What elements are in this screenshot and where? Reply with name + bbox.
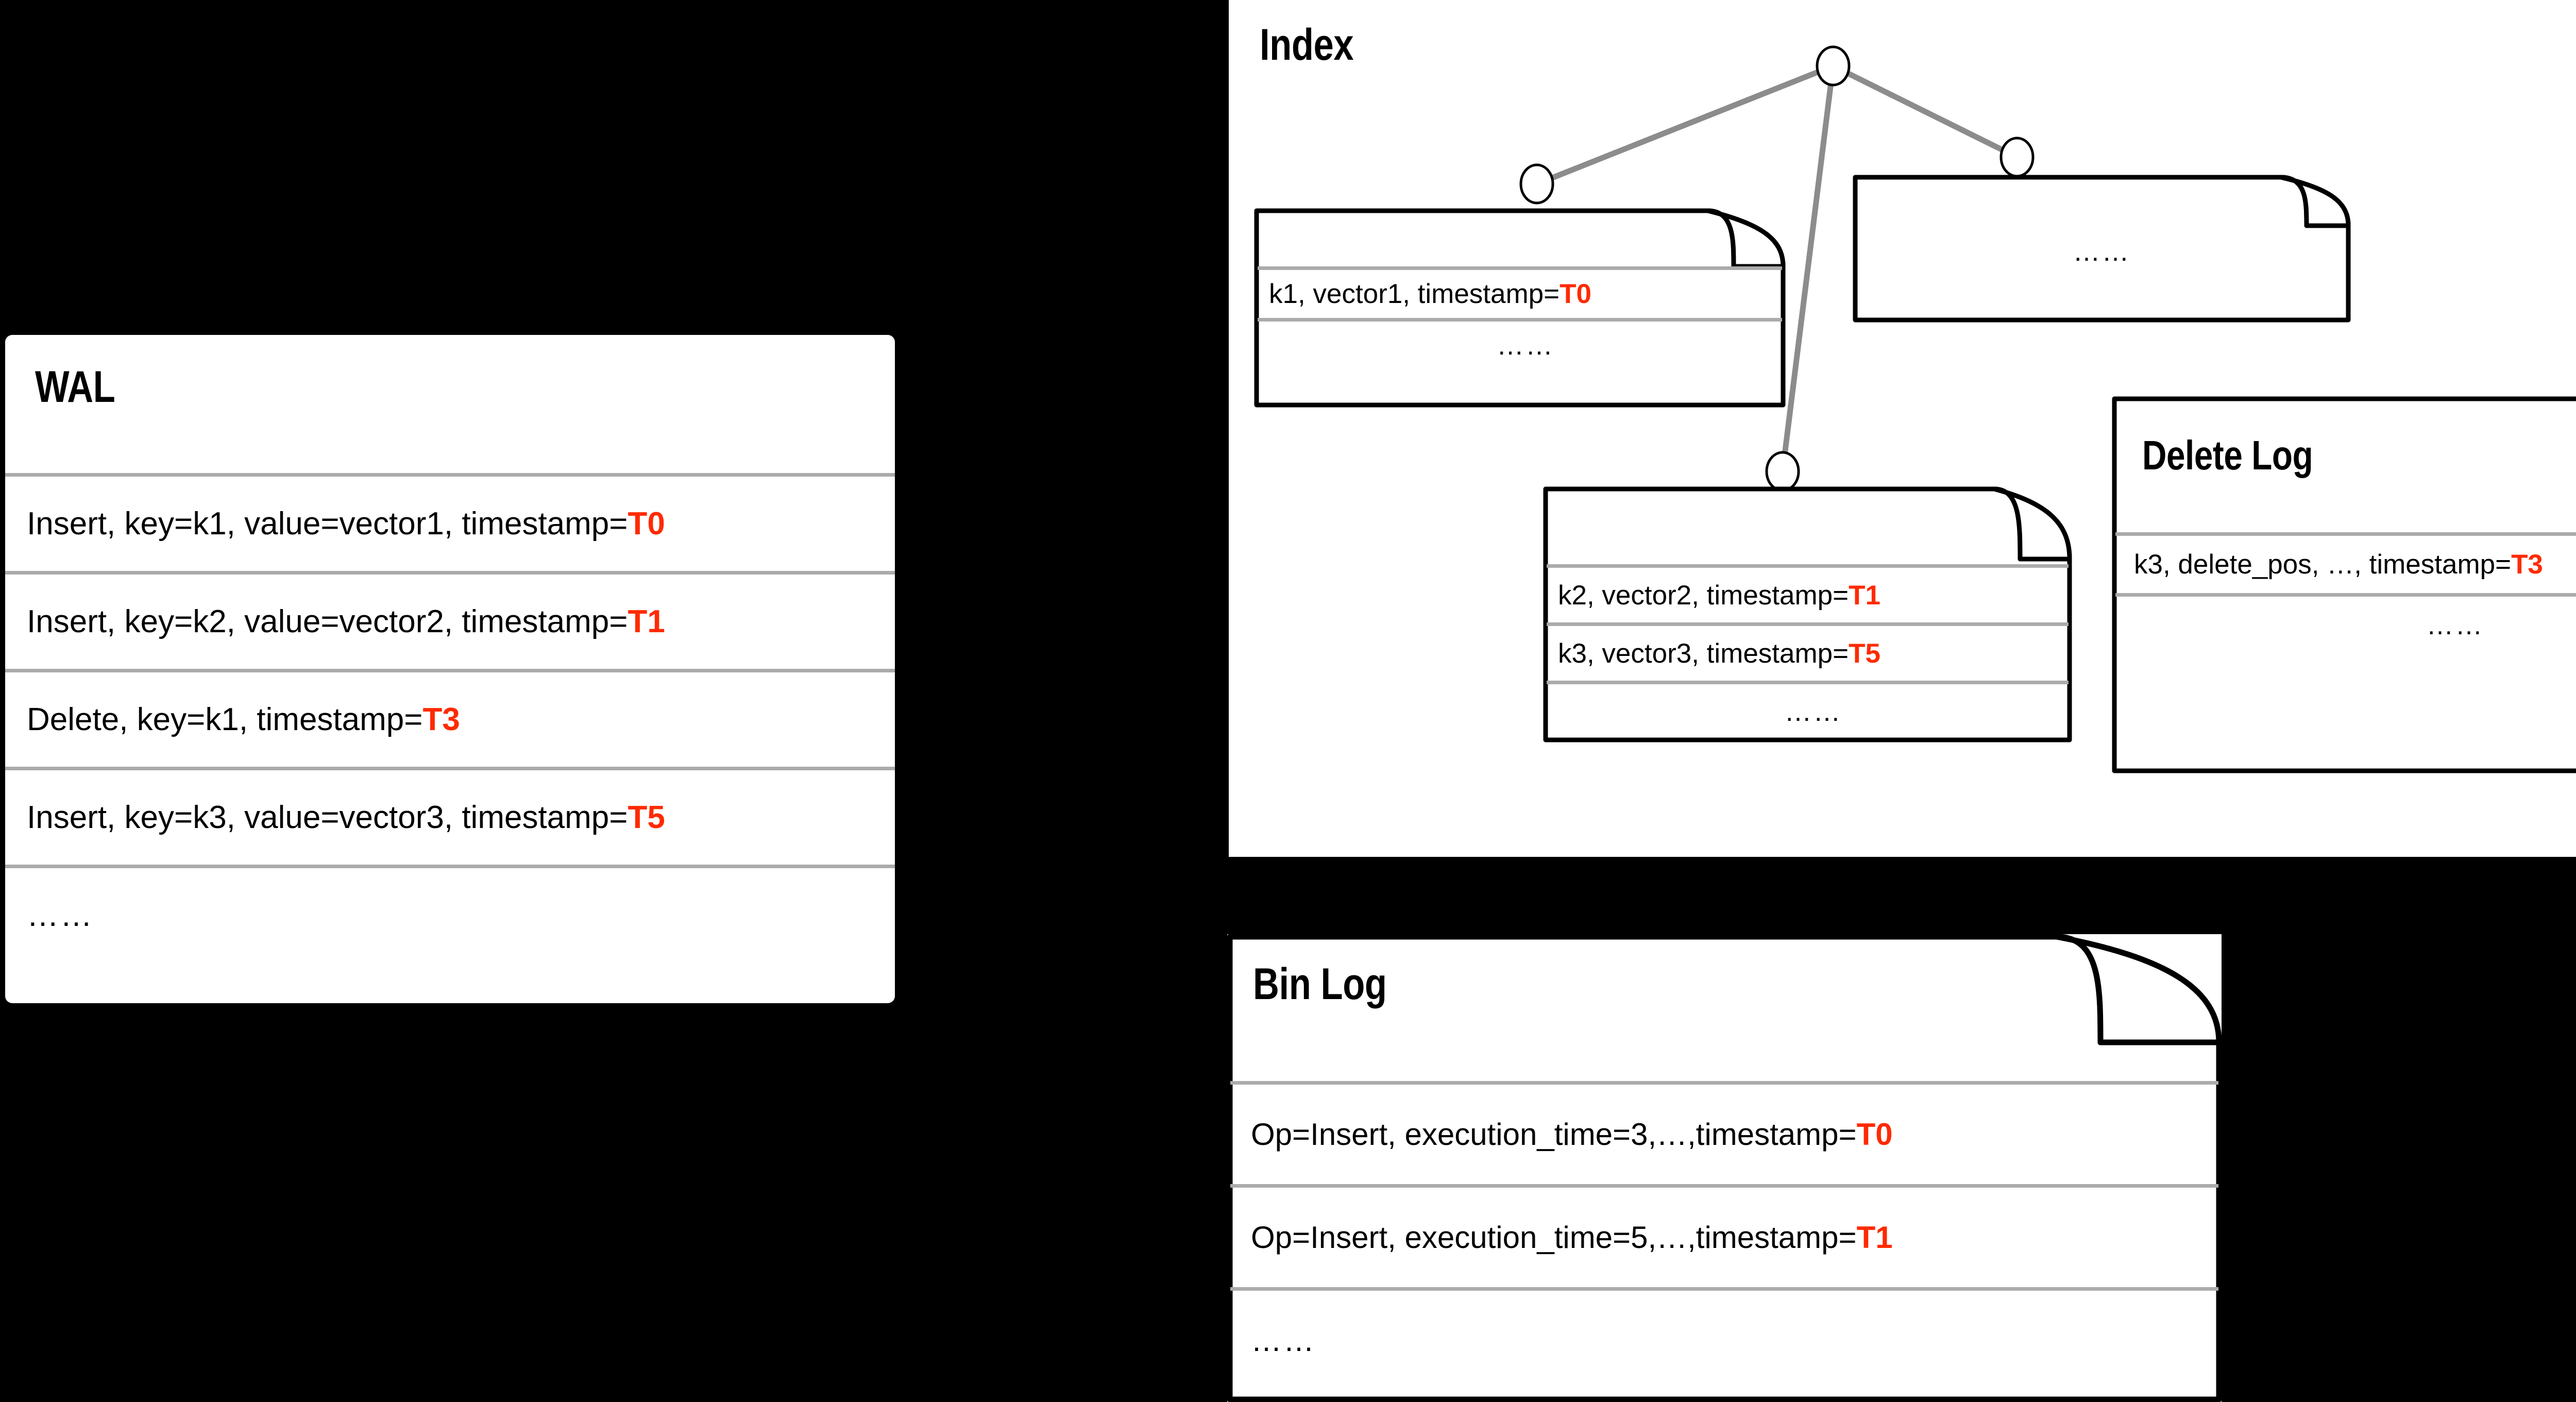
delete-log-rows: k3, delete_pos, …, timestamp=T3 …… <box>2115 532 2576 654</box>
index-leaf-row-text: k1, vector1, timestamp= <box>1269 279 1560 309</box>
wal-row-text: Insert, key=k1, value=vector1, timestamp… <box>27 506 628 542</box>
wal-row-ellipsis: …… <box>5 865 895 962</box>
document-outline-icon <box>2112 396 2576 773</box>
index-leaf-row-ellipsis: …… <box>1547 681 2069 739</box>
wal-panel: WAL Insert, key=k1, value=vector1, times… <box>5 335 895 1003</box>
index-leaf-k23-document: k2, vector2, timestamp=T1 k3, vector3, t… <box>1543 486 2072 742</box>
bin-log-row-timestamp: T0 <box>1856 1117 1893 1152</box>
bin-log-title: Bin Log <box>1253 959 1387 1009</box>
bin-log-row-ellipsis: …… <box>1230 1287 2218 1390</box>
bin-log-row-text: Op=Insert, execution_time=5,…,timestamp= <box>1251 1220 1857 1255</box>
wal-row-text: Delete, key=k1, timestamp= <box>27 702 423 737</box>
wal-row: Insert, key=k2, value=vector2, timestamp… <box>5 571 895 669</box>
index-leaf-k1-rows: k1, vector1, timestamp=T0 …… <box>1258 266 1782 369</box>
wal-row-text: …… <box>27 898 94 933</box>
wal-row-timestamp: T0 <box>628 506 665 542</box>
bin-log-rows: Op=Insert, execution_time=3,…,timestamp=… <box>1230 1081 2218 1390</box>
bin-log-row-text: Op=Insert, execution_time=3,…,timestamp= <box>1251 1117 1857 1152</box>
delete-log-row-text: …… <box>2426 610 2484 640</box>
wal-row-timestamp: T3 <box>422 702 460 737</box>
document-outline-icon <box>1543 486 2072 742</box>
bin-log-document: Bin Log Op=Insert, execution_time=3,…,ti… <box>1227 934 2222 1402</box>
index-leaf-row-text: …… <box>1784 696 1842 727</box>
index-leaf-row-timestamp: T1 <box>1849 580 1880 611</box>
index-leaf-row: k1, vector1, timestamp=T0 <box>1258 266 1782 318</box>
bin-log-row-timestamp: T1 <box>1856 1220 1893 1255</box>
wal-row: Delete, key=k1, timestamp=T3 <box>5 669 895 767</box>
wal-row-text: Insert, key=k3, value=vector3, timestamp… <box>27 800 628 835</box>
index-leaf-row-text: k3, vector3, timestamp= <box>1558 638 1849 669</box>
index-leaf-row-timestamp: T5 <box>1849 638 1880 669</box>
delete-log-row: k3, delete_pos, …, timestamp=T3 <box>2115 532 2576 593</box>
index-leaf-row: k3, vector3, timestamp=T5 <box>1547 622 2069 681</box>
bin-log-row-text: …… <box>1251 1323 1316 1358</box>
delete-log-row-ellipsis: …… <box>2115 593 2576 654</box>
wal-title: WAL <box>35 362 115 412</box>
index-title: Index <box>1260 20 1354 70</box>
wal-row-timestamp: T1 <box>628 604 665 639</box>
index-leaf-row: k2, vector2, timestamp=T1 <box>1547 564 2069 622</box>
delete-log-row-timestamp: T3 <box>2511 549 2543 580</box>
delete-log-document: Delete Log k3, delete_pos, …, timestamp=… <box>2112 396 2576 773</box>
index-leaf-right-ellipsis: …… <box>2073 237 2131 267</box>
delete-log-row-text: k3, delete_pos, …, timestamp= <box>2134 549 2512 580</box>
index-leaf-row-text: …… <box>1497 330 1554 361</box>
index-leaf-right-document: …… <box>1853 175 2351 323</box>
bin-log-row: Op=Insert, execution_time=3,…,timestamp=… <box>1230 1081 2218 1184</box>
index-leaf-row-timestamp: T0 <box>1560 279 1591 309</box>
document-outline-icon <box>1227 934 2222 1402</box>
index-leaf-k1-document: k1, vector1, timestamp=T0 …… <box>1254 208 1786 408</box>
wal-row: Insert, key=k3, value=vector3, timestamp… <box>5 767 895 865</box>
delete-log-title: Delete Log <box>2142 432 2313 478</box>
wal-row: Insert, key=k1, value=vector1, timestamp… <box>5 473 895 571</box>
bin-log-row: Op=Insert, execution_time=5,…,timestamp=… <box>1230 1184 2218 1287</box>
wal-row-timestamp: T5 <box>628 800 665 835</box>
wal-row-list: Insert, key=k1, value=vector1, timestamp… <box>5 473 895 962</box>
wal-row-text: Insert, key=k2, value=vector2, timestamp… <box>27 604 628 639</box>
index-leaf-k23-rows: k2, vector2, timestamp=T1 k3, vector3, t… <box>1547 564 2069 739</box>
index-leaf-row-text: k2, vector2, timestamp= <box>1558 580 1849 611</box>
document-outline-icon <box>1853 175 2351 323</box>
index-leaf-row-ellipsis: …… <box>1258 318 1782 369</box>
